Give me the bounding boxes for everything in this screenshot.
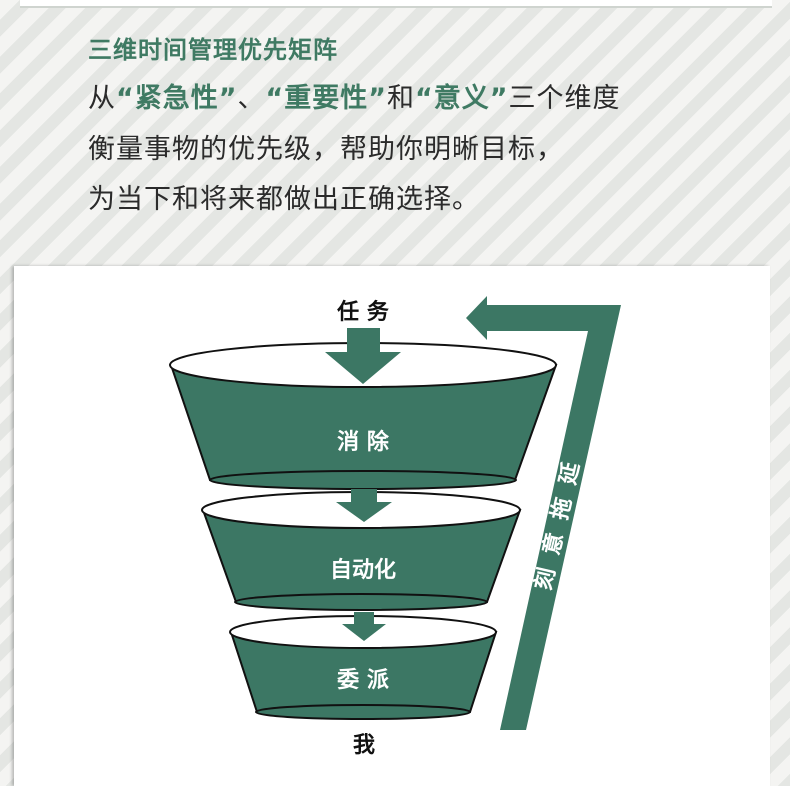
- description-line-3: 为当下和将来都做出正确选择。: [88, 184, 480, 215]
- label-automate: 自动化: [330, 557, 396, 583]
- procrastination-arrow: [466, 296, 621, 730]
- text-from: 从: [88, 83, 116, 114]
- down-arrow-2: [336, 489, 392, 522]
- description-line-1: 从“紧急性”、“重要性”和“意义”三个维度: [88, 76, 621, 115]
- down-arrow-1: [325, 328, 401, 384]
- keyword-urgency: “紧急性”: [116, 83, 238, 114]
- label-eliminate: 消 除: [337, 429, 390, 455]
- top-card-edge: [20, 0, 772, 8]
- description-line-2: 衡量事物的优先级，帮助你明晰目标，: [88, 134, 564, 165]
- label-delegate: 委 派: [337, 668, 389, 693]
- keyword-importance: “重要性”: [265, 83, 387, 114]
- text-three-dimensions: 三个维度: [508, 83, 621, 114]
- text-and: 和: [387, 83, 415, 114]
- label-task: 任 务: [336, 299, 390, 325]
- label-me: 我: [353, 733, 375, 758]
- keyword-meaning: “意义”: [415, 83, 509, 114]
- stage-automate: [201, 491, 522, 611]
- text-comma: 、: [237, 83, 266, 114]
- down-arrow-3: [342, 612, 386, 641]
- label-procrastinate: 刻意拖延: [530, 446, 588, 592]
- page-title: 三维时间管理优先矩阵: [88, 36, 338, 64]
